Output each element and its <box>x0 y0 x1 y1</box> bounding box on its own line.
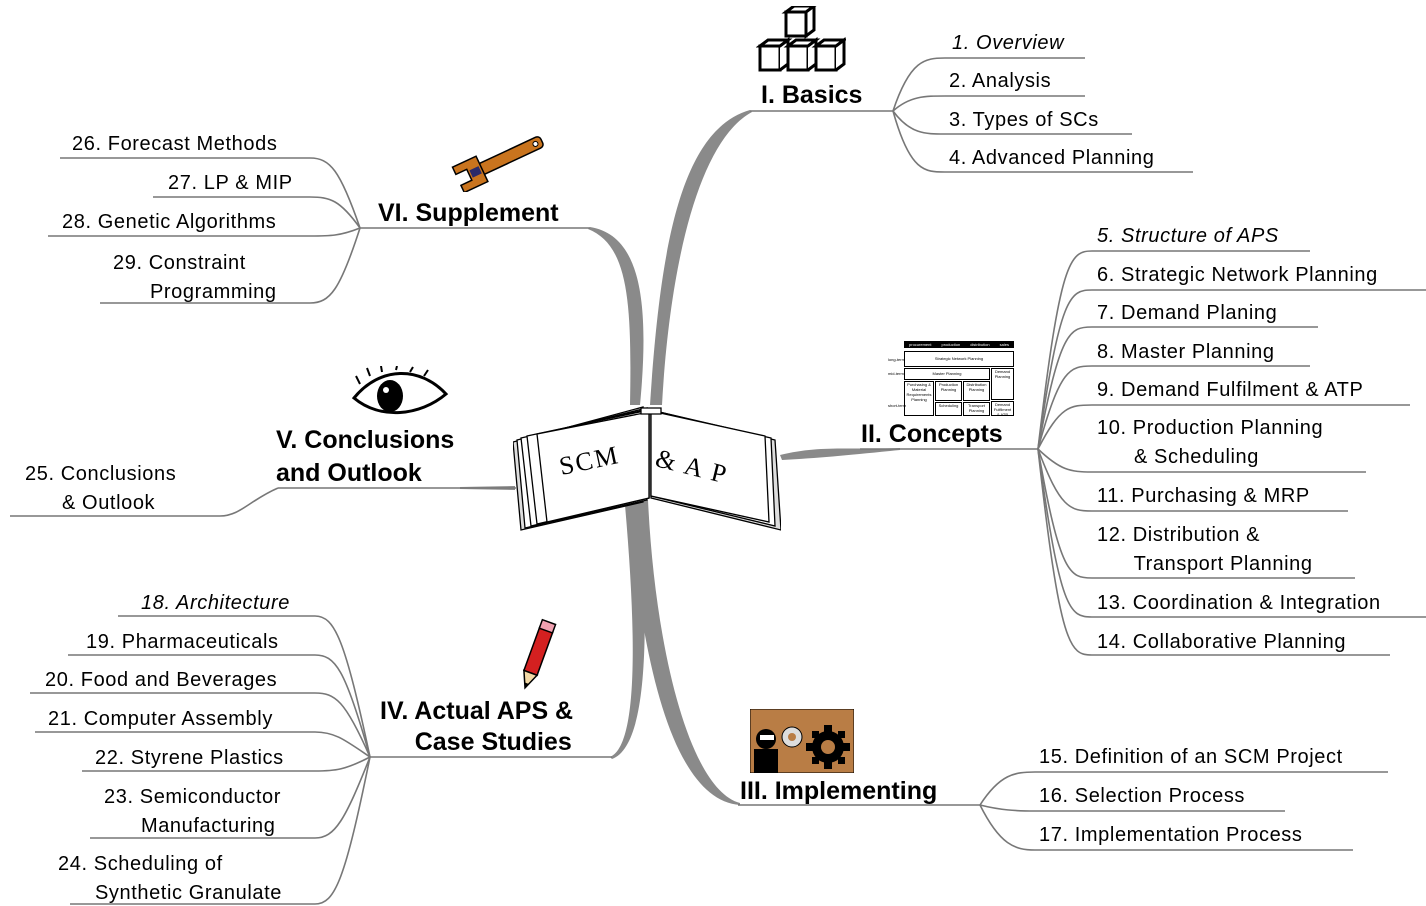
eye-icon <box>351 366 449 415</box>
aps-production: Production Planning <box>935 381 962 401</box>
item-demand-fulfilment[interactable]: 9. Demand Fulfilment & ATP <box>1097 379 1364 401</box>
item-forecast-methods[interactable]: 26. Forecast Methods <box>72 133 278 155</box>
item-implementation-process[interactable]: 17. Implementation Process <box>1039 824 1303 846</box>
item-master-planning[interactable]: 8. Master Planning <box>1097 341 1275 363</box>
trunk-actual <box>610 505 645 759</box>
gears-icon <box>750 709 854 773</box>
center-book: SCM & A P <box>512 402 782 532</box>
cubes-icon <box>756 6 846 72</box>
aps-matrix-icon: procurement production distribution sale… <box>888 341 1016 416</box>
item-constraint-programming[interactable]: 29. Constraint Programming <box>113 252 277 303</box>
heading-basics: I. Basics <box>761 81 863 109</box>
book-icon <box>512 406 782 531</box>
aps-header-production: production <box>941 342 961 347</box>
item-structure-of-aps[interactable]: 5. Structure of APS <box>1097 225 1279 247</box>
item-types-of-scs[interactable]: 3. Types of SCs <box>949 109 1099 131</box>
aps-master: Master Planning <box>904 368 990 380</box>
aps-demand: Demand Planning <box>991 368 1014 400</box>
item-analysis[interactable]: 2. Analysis <box>949 70 1052 92</box>
item-pharmaceuticals[interactable]: 19. Pharmaceuticals <box>86 631 279 653</box>
trunk-supplement <box>588 227 644 405</box>
aps-distribution: Distribution Planning <box>963 381 990 401</box>
heading-actual-aps: IV. Actual APS & Case Studies <box>380 697 574 756</box>
item-conclusions-outlook[interactable]: 25. Conclusions & Outlook <box>25 463 177 514</box>
aps-transport: Transport Planning <box>963 402 990 416</box>
item-overview[interactable]: 1. Overview <box>952 32 1065 54</box>
aps-fulfilment: Demand Fulfilment & ATP <box>991 401 1014 416</box>
trunk-concepts <box>780 448 900 460</box>
item-styrene-plastics[interactable]: 22. Styrene Plastics <box>95 747 284 769</box>
item-coordination[interactable]: 13. Coordination & Integration <box>1097 592 1381 614</box>
item-computer-assembly[interactable]: 21. Computer Assembly <box>48 708 273 730</box>
aps-header-sales: sales <box>999 342 1009 347</box>
item-collaborative[interactable]: 14. Collaborative Planning <box>1097 631 1347 653</box>
aps-strategic: Strategic Network Planning <box>904 351 1014 367</box>
heading-concepts: II. Concepts <box>861 420 1003 448</box>
heading-conclusions: V. Conclusions and Outlook <box>276 426 455 487</box>
item-distribution-transport[interactable]: 12. Distribution & Transport Planning <box>1097 524 1313 575</box>
heading-supplement: VI. Supplement <box>378 199 559 227</box>
trunk-implementing <box>628 500 740 805</box>
aps-row-short: short-term <box>888 403 907 408</box>
heading-implementing: III. Implementing <box>740 777 938 805</box>
item-semiconductor[interactable]: 23. Semiconductor Manufacturing <box>104 786 281 837</box>
aps-row-long: long-term <box>888 357 905 362</box>
aps-row-mid: mid-term <box>888 371 904 376</box>
item-demand-planing[interactable]: 7. Demand Planing <box>1097 302 1278 324</box>
item-selection-process[interactable]: 16. Selection Process <box>1039 785 1246 807</box>
item-strategic-network[interactable]: 6. Strategic Network Planning <box>1097 264 1378 286</box>
aps-purchasing: Purchasing & Material Requirements Plann… <box>904 381 934 416</box>
item-food-beverages[interactable]: 20. Food and Beverages <box>45 669 278 691</box>
item-purchasing-mrp[interactable]: 11. Purchasing & MRP <box>1097 485 1310 507</box>
aps-scheduling: Scheduling <box>935 402 962 416</box>
pencil-icon <box>522 618 557 690</box>
item-lp-mip[interactable]: 27. LP & MIP <box>168 172 293 194</box>
trunk-basics <box>650 110 752 405</box>
item-architecture[interactable]: 18. Architecture <box>141 592 290 614</box>
aps-header-procurement: procurement <box>909 342 932 347</box>
item-production-planning[interactable]: 10. Production Planning & Scheduling <box>1097 417 1324 468</box>
item-synthetic-granulate[interactable]: 24. Scheduling of Synthetic Granulate <box>58 853 282 904</box>
aps-header-distribution: distribution <box>970 342 990 347</box>
item-definition-scm-project[interactable]: 15. Definition of an SCM Project <box>1039 746 1343 768</box>
item-advanced-planning[interactable]: 4. Advanced Planning <box>949 147 1155 169</box>
item-genetic-algorithms[interactable]: 28. Genetic Algorithms <box>62 211 277 233</box>
wrench-icon <box>451 136 544 192</box>
